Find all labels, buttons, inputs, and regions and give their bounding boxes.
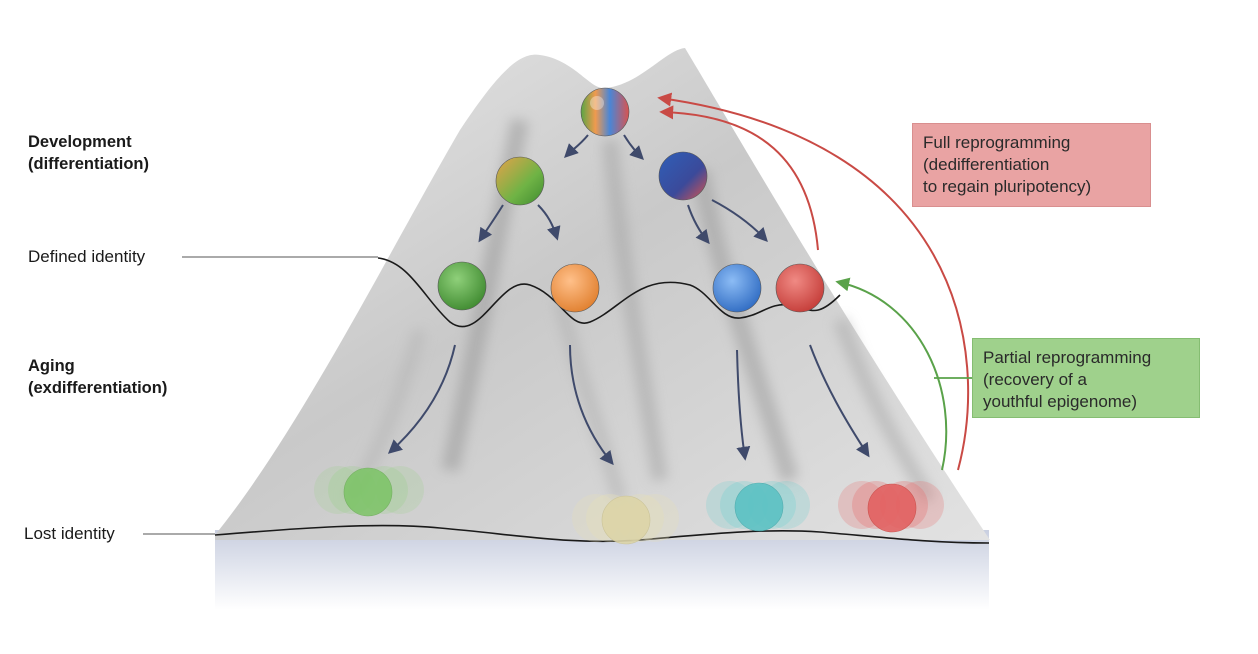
aging-label-line-2: (exdifferentiation) bbox=[28, 379, 168, 397]
lost-cells-cream bbox=[572, 494, 679, 545]
development-label: Development (differentiation) bbox=[28, 131, 149, 175]
full-reprogramming-line-2: (dedifferentiation bbox=[923, 155, 1050, 174]
cell-green bbox=[437, 261, 487, 311]
arrow-top-to-left bbox=[564, 134, 589, 158]
development-label-line-2: (differentiation) bbox=[28, 155, 149, 173]
ground-plane bbox=[215, 530, 989, 610]
aging-label-line-1: Aging bbox=[28, 357, 75, 375]
defined-identity-label: Defined identity bbox=[28, 247, 146, 266]
partial-reprogramming-line-3: youthful epigenome) bbox=[983, 392, 1138, 411]
landscape-mountain bbox=[215, 48, 990, 540]
development-label-line-1: Development bbox=[28, 133, 132, 151]
arrow-blue-aging bbox=[736, 349, 751, 461]
partial-reprogramming-line-1: Partial reprogramming bbox=[983, 348, 1152, 367]
cell-red bbox=[775, 263, 825, 313]
full-reprogramming-box: Full reprogramming (dedifferentiation to… bbox=[912, 123, 1151, 207]
pluripotent-cell bbox=[580, 87, 630, 137]
differentiation-arrows bbox=[478, 134, 768, 245]
arrow-red-aging bbox=[809, 344, 870, 458]
full-reprogramming-arrows bbox=[657, 92, 970, 471]
arrow-mid-right-to-blue bbox=[687, 204, 710, 245]
arrow-top-to-right bbox=[623, 134, 644, 160]
arrow-mid-left-to-green bbox=[478, 204, 504, 243]
lost-cells-green bbox=[314, 466, 424, 517]
full-reprogramming-line-3: to regain pluripotency) bbox=[923, 177, 1092, 196]
partial-reprogramming-arrow bbox=[835, 277, 948, 471]
arrow-mid-left-to-orange bbox=[537, 204, 561, 241]
lost-cells-teal bbox=[706, 481, 810, 532]
arrow-orange-aging bbox=[569, 344, 614, 466]
aging-arrows bbox=[387, 344, 870, 466]
progenitor-cell-green bbox=[495, 156, 545, 206]
arrow-green-aging bbox=[387, 344, 456, 454]
aging-label: Aging (exdifferentiation) bbox=[28, 355, 167, 399]
lost-cells-red bbox=[838, 481, 944, 533]
full-reprogramming-arrow-from-red-cell bbox=[659, 105, 819, 251]
defined-identity-line bbox=[377, 257, 841, 328]
cell-orange bbox=[550, 263, 600, 313]
pluripotent-cell-highlight bbox=[590, 96, 604, 110]
arrow-mid-right-to-red bbox=[711, 199, 768, 243]
partial-reprogramming-box: Partial reprogramming (recovery of a you… bbox=[972, 338, 1200, 418]
cell-blue bbox=[712, 263, 762, 313]
full-reprogramming-arrow-from-lost-cell bbox=[657, 92, 970, 471]
progenitor-cell-blue-red bbox=[658, 151, 708, 201]
full-reprogramming-line-1: Full reprogramming bbox=[923, 133, 1071, 152]
partial-reprogramming-line-2: (recovery of a bbox=[983, 370, 1087, 389]
lost-identity-label: Lost identity bbox=[24, 524, 115, 543]
